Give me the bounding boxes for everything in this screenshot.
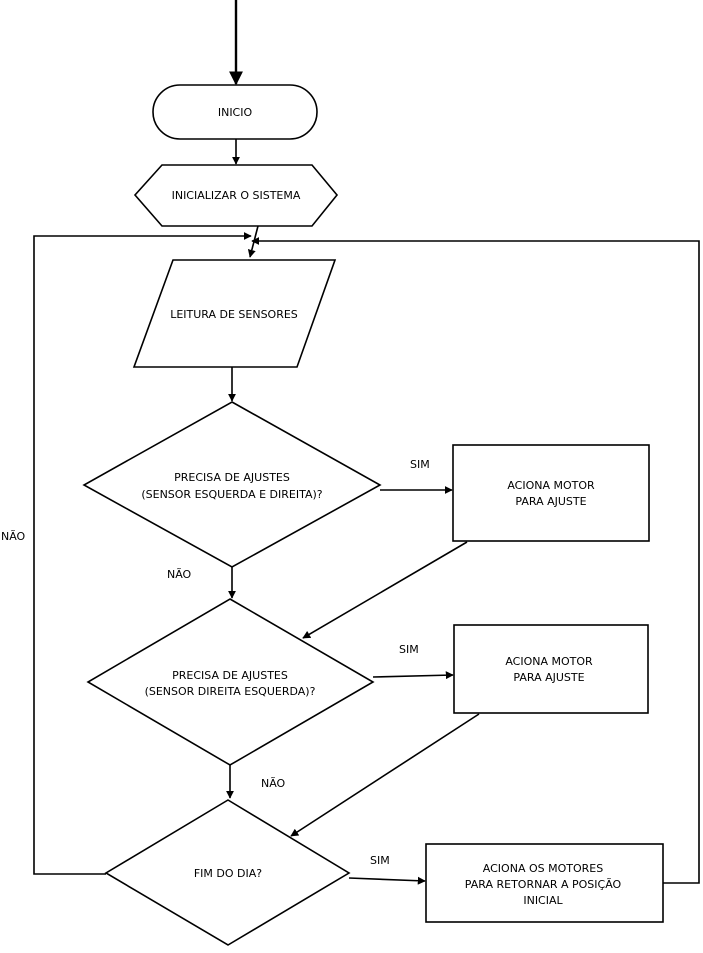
node-action1-line1: ACIONA MOTOR [507,479,595,492]
edge-action2-return [290,713,480,837]
node-decision2: PRECISA DE AJUSTES (SENSOR DIREITA ESQUE… [86,598,375,766]
edge-decision3-yes [348,876,426,885]
node-decision1: PRECISA DE AJUSTES (SENSOR ESQUERDA E DI… [82,401,382,568]
node-action1-line2: PARA AJUSTE [515,495,586,508]
node-decision1-line1: PRECISA DE AJUSTES [174,471,290,484]
label-d1-no: NÃO [167,568,192,581]
node-decision3: FIM DO DIA? [104,799,351,946]
node-action2: ACIONA MOTOR PARA AJUSTE [453,624,649,714]
node-start: INICIO [152,84,318,140]
node-decision2-line1: PRECISA DE AJUSTES [172,669,288,682]
node-action2-line1: ACIONA MOTOR [505,655,593,668]
node-decision3-label: FIM DO DIA? [194,867,262,880]
label-d2-no: NÃO [261,777,286,790]
node-read-label: LEITURA DE SENSORES [170,308,298,321]
node-init: INICIALIZAR O SISTEMA [133,164,339,227]
node-start-label: INICIO [218,106,253,119]
edge-action1-return [302,541,468,639]
edge-decision2-yes [372,671,454,680]
node-action3-line2: PARA RETORNAR A POSIÇÃO [465,878,622,891]
label-d1-yes: SIM [410,458,430,471]
node-init-label: INICIALIZAR O SISTEMA [172,189,301,202]
node-action3-line1: ACIONA OS MOTORES [483,862,603,875]
node-read: LEITURA DE SENSORES [132,259,337,368]
label-d3-yes: SIM [370,854,390,867]
node-decision2-line2: (SENSOR DIREITA ESQUERDA)? [145,685,316,698]
label-d3-no: NÃO [1,530,26,543]
node-action3-line3: INICIAL [523,894,563,907]
node-action2-line2: PARA AJUSTE [513,671,584,684]
label-d2-yes: SIM [399,643,419,656]
node-action3: ACIONA OS MOTORES PARA RETORNAR A POSIÇÃ… [425,843,664,923]
node-decision1-line2: (SENSOR ESQUERDA E DIREITA)? [141,488,322,501]
edge-decision3-no-loop [33,232,252,875]
node-action1: ACIONA MOTOR PARA AJUSTE [452,444,650,542]
edge-action3-loop [251,237,700,884]
